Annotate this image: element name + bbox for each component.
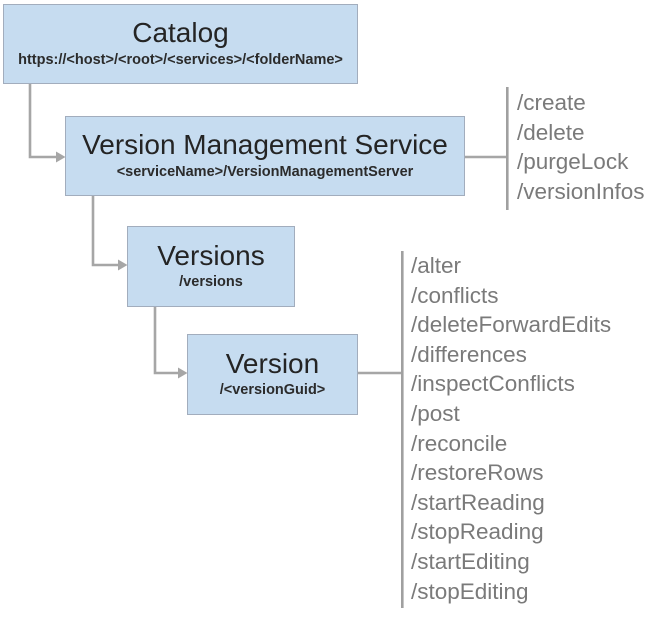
operation-item: /startEditing xyxy=(411,548,530,574)
operation-item: /versionInfos xyxy=(517,178,645,204)
node-catalog: Catalog https://<host>/<root>/<services>… xyxy=(3,4,358,84)
operation-item: /differences xyxy=(411,341,527,367)
node-version-title: Version xyxy=(225,347,320,379)
arrowhead-catalog-to-vms xyxy=(56,151,66,163)
arrowhead-versions-to-version xyxy=(178,367,188,379)
operation-item: /alter xyxy=(411,253,462,278)
operation-item: /delete xyxy=(517,119,585,145)
node-version-url-template: /<versionGuid> xyxy=(219,382,326,399)
node-vms-url-template: <serviceName>/VersionManagementServer xyxy=(116,163,414,180)
operation-item: /post xyxy=(411,400,460,426)
node-versions: Versions /versions xyxy=(127,226,295,307)
operation-item: /purgeLock xyxy=(517,149,629,175)
node-catalog-url-template: https://<host>/<root>/<services>/<folder… xyxy=(18,51,343,68)
operation-item: /create xyxy=(517,90,586,115)
operation-item: /stopReading xyxy=(411,519,544,545)
node-version: Version /<versionGuid> xyxy=(187,334,358,415)
operation-item: /conflicts xyxy=(411,282,499,308)
connector-vms-to-versions xyxy=(91,196,119,267)
operation-item: /stopEditing xyxy=(411,578,529,604)
operations-list-vms: /create /delete /purgeLock /versionInfos xyxy=(517,88,645,206)
operation-item: /restoreRows xyxy=(411,460,544,486)
operation-item: /deleteForwardEdits xyxy=(411,312,612,338)
operations-list-version: /alter /conflicts /deleteForwardEdits /d… xyxy=(411,251,611,606)
node-vms-title: Version Management Service xyxy=(82,129,448,161)
node-catalog-title: Catalog xyxy=(132,17,229,49)
node-version-management-service: Version Management Service <serviceName>… xyxy=(65,116,465,196)
connector-catalog-to-vms xyxy=(28,84,57,159)
operation-item: /inspectConflicts xyxy=(411,371,575,397)
connector-versions-to-version xyxy=(153,307,179,375)
node-versions-url-template: /versions xyxy=(179,274,243,291)
arrowhead-vms-to-versions xyxy=(118,259,128,271)
operation-item: /startReading xyxy=(411,489,545,515)
node-versions-title: Versions xyxy=(157,239,265,271)
operation-item: /reconcile xyxy=(411,430,508,456)
